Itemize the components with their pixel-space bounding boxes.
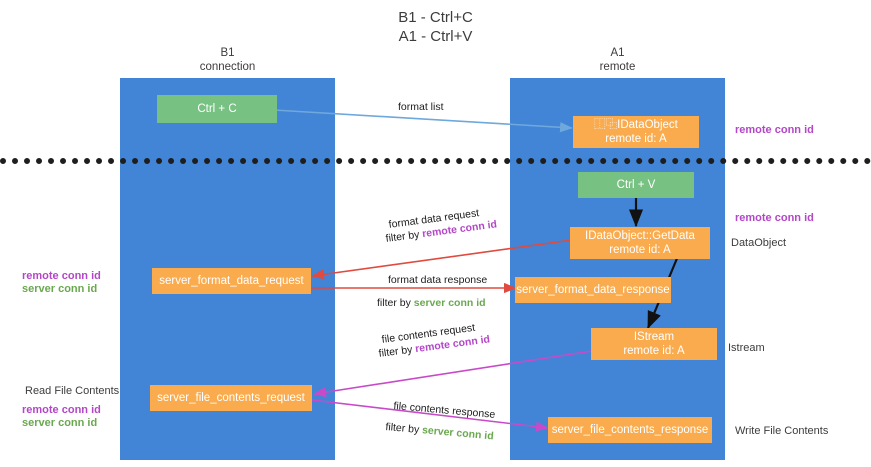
node-server-format-data-response[interactable]: server_format_data_response [515,277,671,303]
annotation-right-istream: Istream [728,342,765,354]
diagram-title: B1 - Ctrl+C A1 - Ctrl+V [398,9,473,45]
filter-prefix: filter by [384,421,423,437]
edge-label-file-contents-response-filter: filter by server conn id [385,421,494,443]
edge-label-format-data-response-filter: filter by server conn id [377,297,486,310]
edge-label-file-contents-response: file contents response [392,400,496,421]
section-divider [0,158,871,164]
node-istream[interactable]: IStream remote id: A [591,328,717,360]
annotation-right-remote-conn-id-top: remote conn id [735,124,814,136]
annotation-left-server-conn-id: server conn id [22,283,98,295]
node-server-file-contents-request[interactable]: server_file_contents_request [150,385,312,411]
lane-header-a1: A1 remote [599,47,636,73]
node-server-file-contents-response[interactable]: server_file_contents_response [548,417,712,443]
annotation-right-remote-conn-id-mid: remote conn id [735,212,814,224]
annotation-right-write-file-contents: Write File Contents [735,425,829,437]
node-server-format-data-request[interactable]: server_format_data_request [152,268,311,294]
node-ctrl-v[interactable]: Ctrl + V [578,172,694,198]
edge-label-format-list: format list [398,101,444,113]
node-idataobject-top[interactable]: ⿰⿻IDataObject remote id: A [573,116,699,148]
filter-prefix: filter by [377,297,414,309]
node-ctrl-c[interactable]: Ctrl + C [157,95,277,123]
filter-value-server-conn-id: server conn id [413,297,486,309]
edge-label-format-data-response: format data response [388,274,488,286]
filter-value-server-conn-id: server conn id [421,424,495,443]
annotation-left-read-file-contents: Read File Contents [25,385,120,397]
lane-header-b1: B1 connection [199,47,256,73]
annotation-right-dataobject: DataObject [731,237,787,249]
annotation-left-server-conn-id-2: server conn id [22,417,98,429]
annotation-left-remote-conn-id: remote conn id [22,270,101,282]
node-idataobject-getdata[interactable]: IDataObject::GetData remote id: A [570,227,710,259]
annotation-left-remote-conn-id-2: remote conn id [22,404,101,416]
